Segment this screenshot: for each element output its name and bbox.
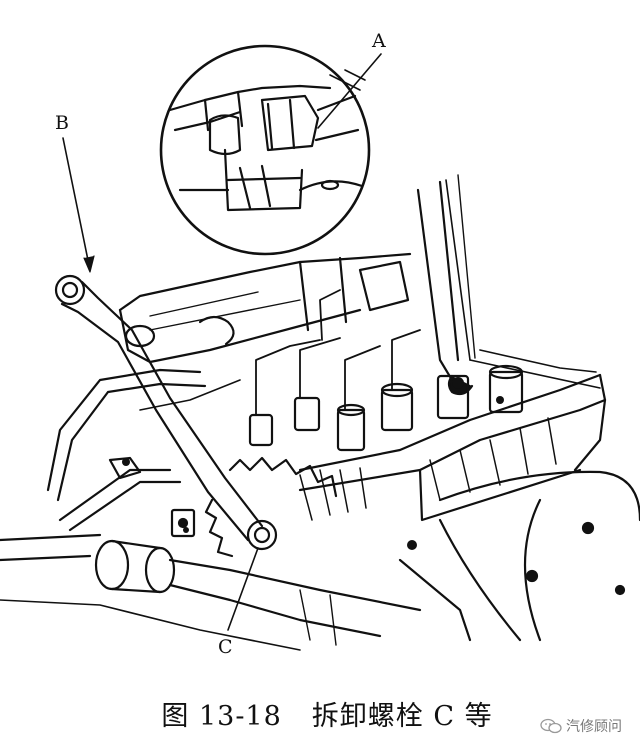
fuel-lines [46,368,241,532]
engine-head [118,252,412,364]
injectors [248,289,524,452]
callout-label-c: C [218,636,233,658]
watermark-text: 汽修顾问 [566,719,622,735]
lower-shaft [0,533,422,651]
flywheel-housing [398,470,640,642]
wechat-icon [540,718,562,734]
ring-spanner [54,274,278,551]
lift-rod [416,174,476,396]
callout-label-b: B [55,112,69,134]
watermark: 汽修顾问 [540,716,622,736]
bolt-heads [122,377,504,550]
figure-number: 图 13-18 [161,701,282,732]
leader-b [62,137,95,273]
gear-cluster [170,456,367,558]
valve-tray [298,349,607,522]
figure-caption-text: 拆卸螺栓 C 等 [311,701,493,732]
leader-c [227,547,259,631]
figure-caption: 图 13-18 拆卸螺栓 C 等 [0,694,640,733]
leader-a [317,53,382,129]
callout-label-a: A [372,30,386,52]
detail-magnifier [159,44,371,256]
